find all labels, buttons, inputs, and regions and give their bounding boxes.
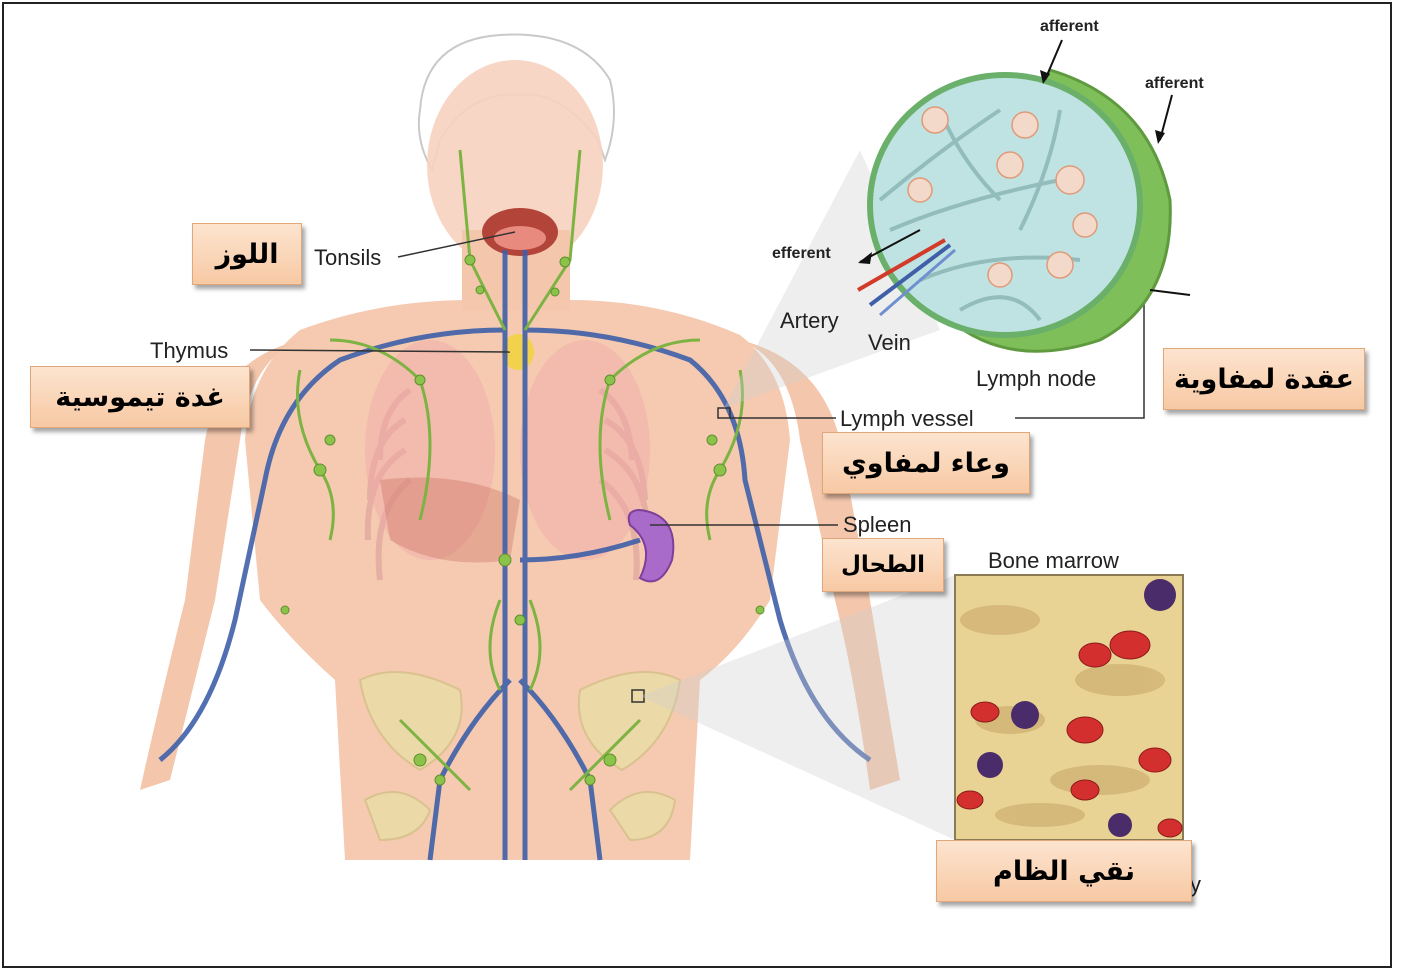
arabic-label-bone-marrow: نقي الظام	[936, 840, 1192, 902]
thymus-label: Thymus	[150, 338, 228, 364]
arabic-label-lymph-node: عقدة لمفاوية	[1163, 348, 1365, 410]
bone-marrow-label: Bone marrow	[988, 548, 1119, 574]
lymph-node-label: Lymph node	[976, 366, 1096, 392]
bone-marrow-inset	[955, 575, 1183, 840]
efferent-label: efferent	[772, 245, 831, 263]
arabic-label-lymph-vessel: وعاء لمفاوي	[822, 432, 1030, 494]
right-lung	[520, 340, 650, 560]
torso	[245, 300, 790, 860]
arabic-label-spleen: الطحال	[822, 538, 944, 592]
vein-label: Vein	[868, 330, 911, 356]
lymph-vessel-label: Lymph vessel	[840, 406, 974, 432]
tonsils-label: Tonsils	[314, 245, 381, 271]
afferent-label-2: afferent	[1145, 75, 1204, 93]
arabic-label-thymus: غدة تيموسية	[30, 366, 250, 428]
arabic-label-tonsils: اللوز	[192, 223, 302, 285]
spleen-label: Spleen	[843, 512, 912, 538]
afferent-label-1: afferent	[1040, 18, 1099, 36]
artery-label: Artery	[780, 308, 839, 334]
